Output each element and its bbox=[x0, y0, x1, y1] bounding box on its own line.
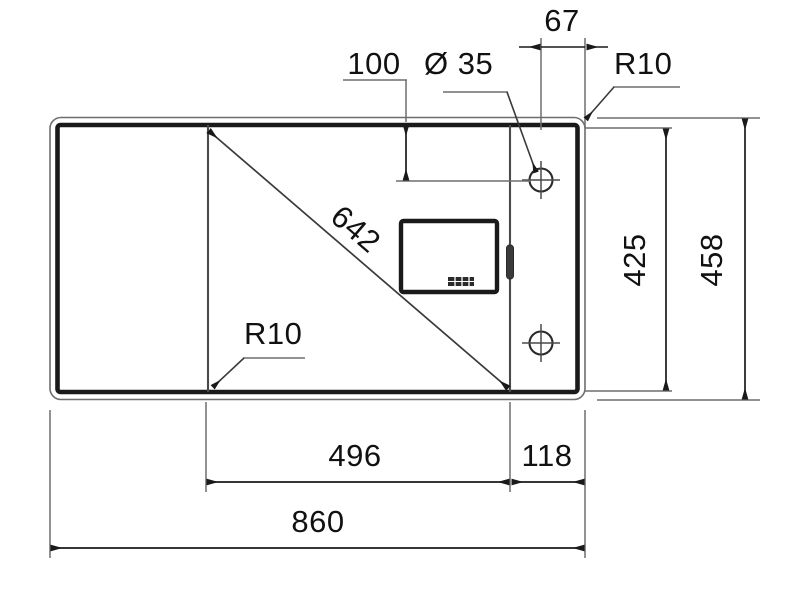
drain-square bbox=[398, 218, 500, 295]
dimension-67-label: 67 bbox=[544, 3, 579, 38]
dimension-860: 860 bbox=[49, 410, 586, 558]
dimension-496: 496 bbox=[205, 402, 511, 492]
drain-grate-icon bbox=[448, 277, 474, 286]
dimension-hole-diameter: Ø 35 bbox=[424, 46, 539, 174]
dimension-860-label: 860 bbox=[291, 504, 344, 539]
dimension-118: 118 bbox=[511, 410, 586, 492]
dimension-425-label: 425 bbox=[617, 233, 652, 286]
r10top-leader-slanted bbox=[583, 86, 615, 122]
sink-body bbox=[49, 116, 586, 401]
overflow-slot bbox=[506, 244, 514, 280]
tap-hole-upper bbox=[522, 161, 560, 199]
dimension-r10-top-label: R10 bbox=[614, 46, 672, 81]
dimension-642-label: 642 bbox=[324, 198, 387, 259]
dimension-r10-bowl: R10 bbox=[210, 316, 305, 390]
r10bowl-leader-slanted bbox=[210, 357, 245, 390]
diagonal-dimension-line bbox=[206, 128, 511, 391]
dimension-458-label: 458 bbox=[694, 233, 729, 286]
dimension-100: 100 bbox=[343, 46, 530, 182]
dimension-hole-diameter-label: Ø 35 bbox=[424, 46, 493, 81]
tap-hole-lower bbox=[522, 324, 560, 362]
dimension-67: 67 bbox=[519, 3, 608, 130]
dia35-leader-slanted bbox=[506, 91, 539, 174]
dimension-118-label: 118 bbox=[522, 438, 573, 473]
dimension-496-label: 496 bbox=[328, 438, 381, 473]
dimension-r10-bowl-label: R10 bbox=[244, 316, 302, 351]
outer-rim-outline bbox=[49, 116, 586, 401]
inner-deck-outline bbox=[55, 122, 580, 395]
dimension-458: 458 bbox=[597, 117, 760, 401]
dimension-425: 425 bbox=[585, 127, 672, 392]
dimension-100-label: 100 bbox=[347, 46, 400, 81]
dimension-r10-top: R10 bbox=[583, 46, 680, 122]
